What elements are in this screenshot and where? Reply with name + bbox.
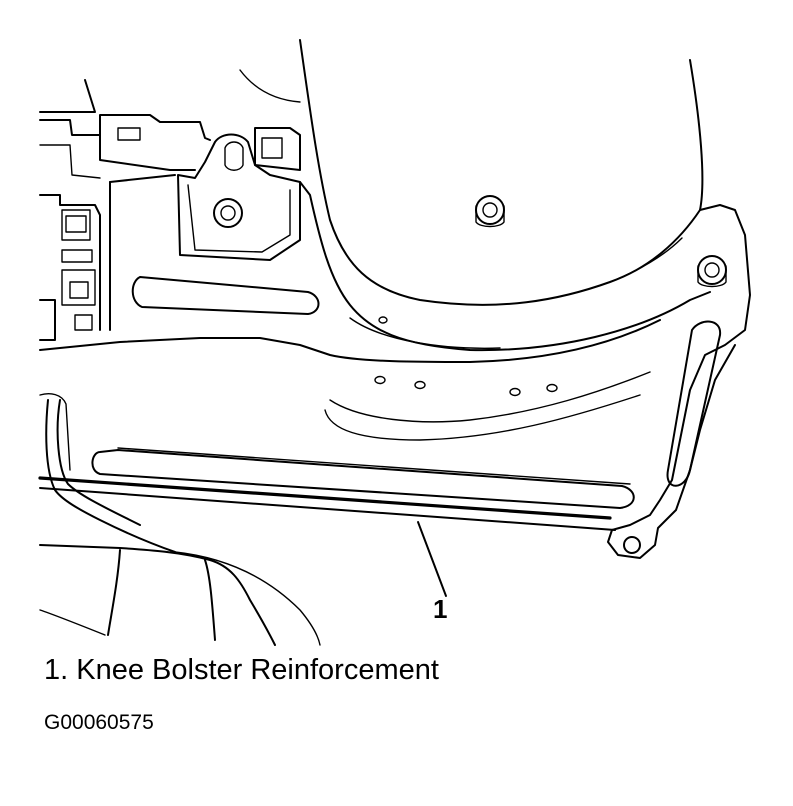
callout-leader-1 <box>417 521 447 597</box>
upper-mounting-tab <box>177 133 301 261</box>
instrument-panel-shell <box>239 39 704 306</box>
lower-left-trim <box>39 393 321 646</box>
legend-item-1: 1. Knee Bolster Reinforcement <box>44 654 439 686</box>
callout-number-1: 1 <box>433 594 448 624</box>
reinforcement-panel <box>38 174 751 559</box>
upper-left-bracket <box>39 79 301 179</box>
figure-id: G00060575 <box>44 711 154 734</box>
right-bolt <box>697 255 727 288</box>
lower-right-hole <box>623 536 641 554</box>
centre-bolt <box>475 195 505 228</box>
panel-holes <box>374 316 558 397</box>
knee-bolster-illustration <box>38 39 751 646</box>
left-connector-stack <box>39 194 101 341</box>
stiffening-ribs <box>91 276 722 509</box>
bolts <box>475 195 727 554</box>
